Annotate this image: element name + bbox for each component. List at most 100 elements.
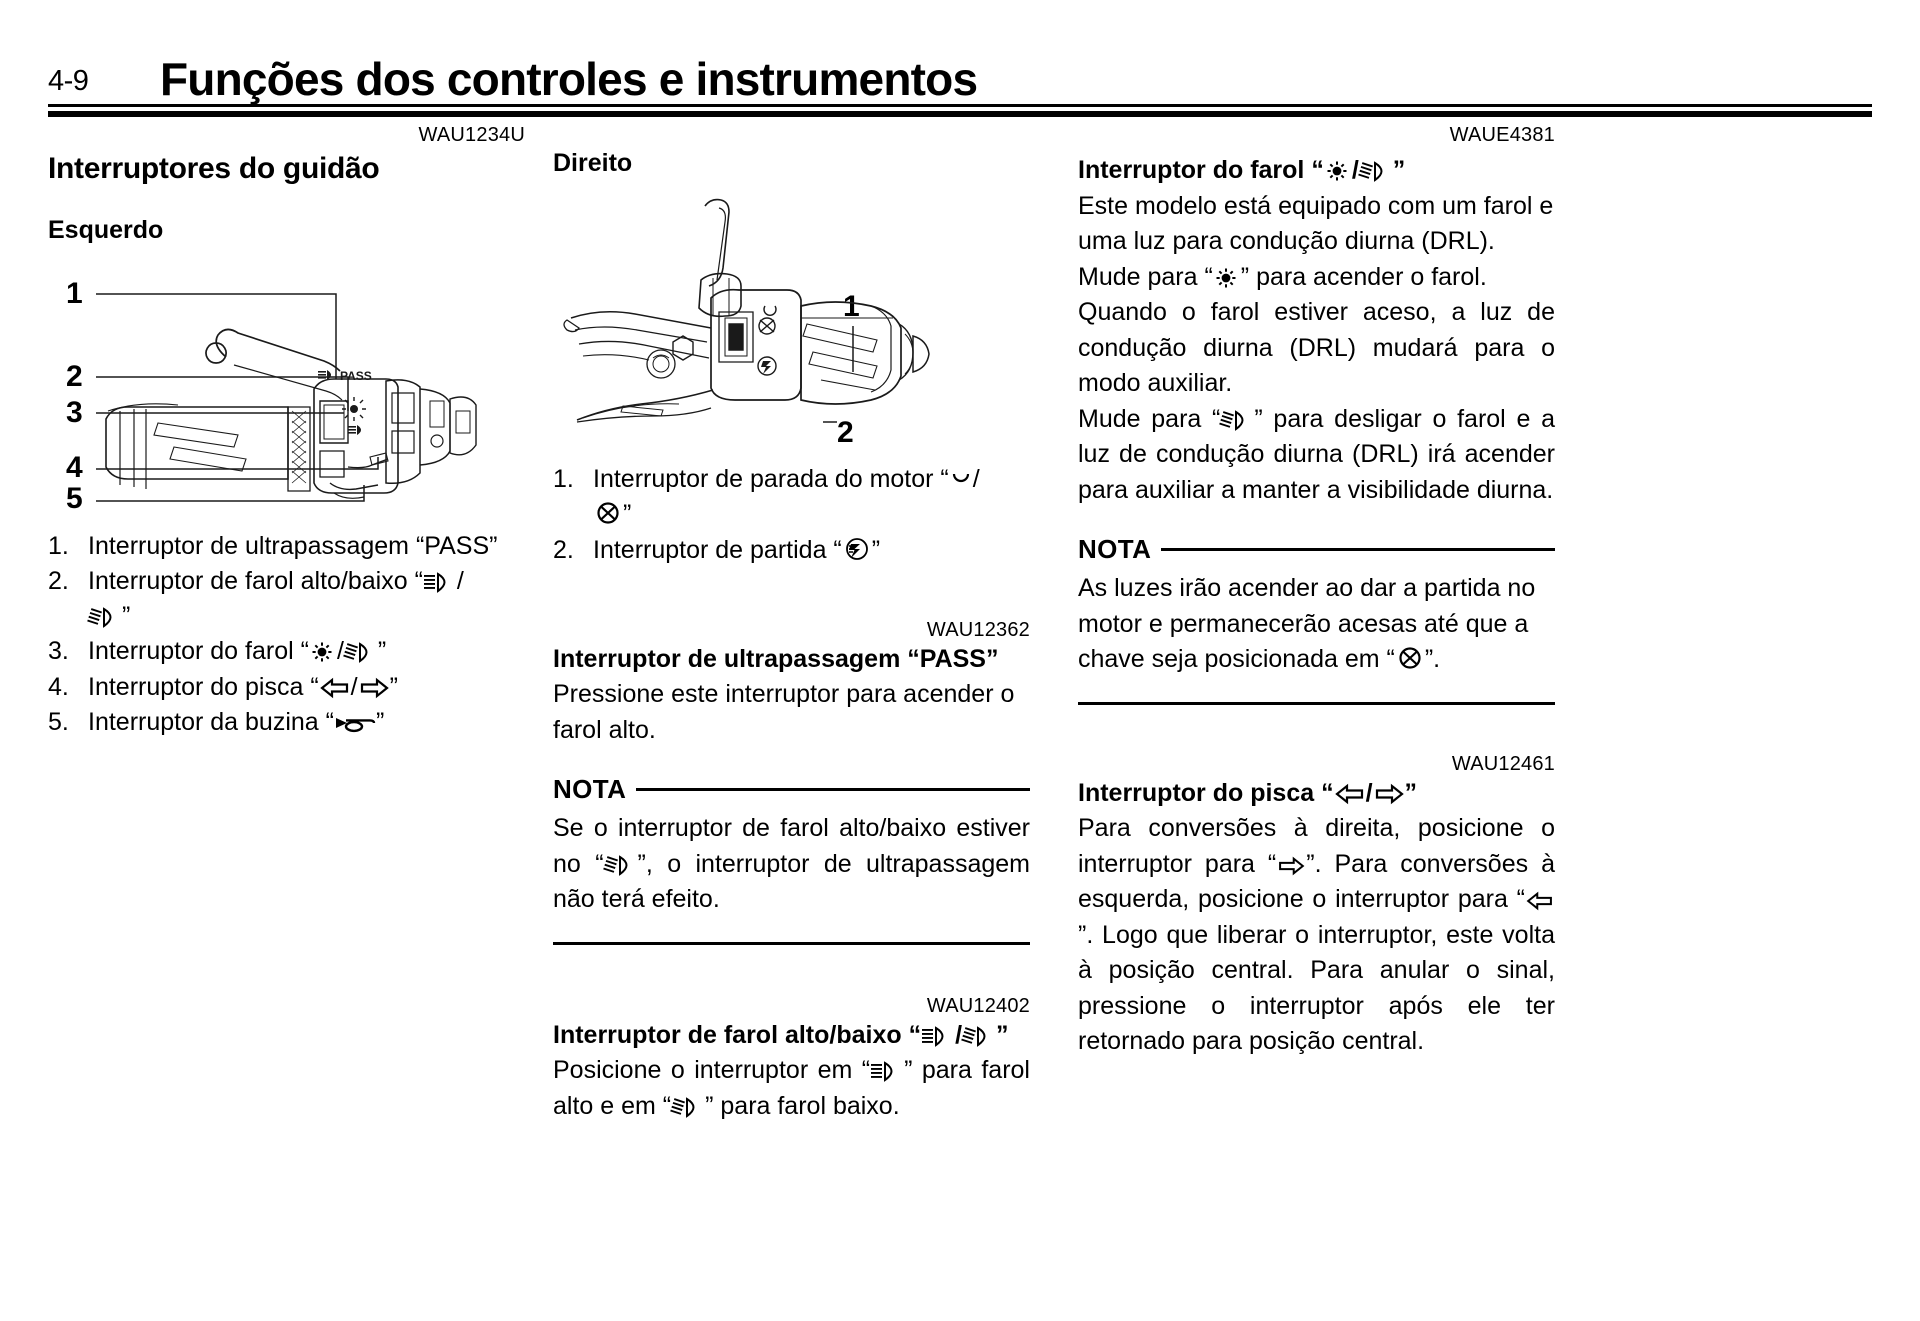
body-nota-pass: Se o interruptor de farol alto/baixo est… (553, 811, 1030, 918)
body-text-2: ”. Para conversões à esquerda, posicione… (1078, 849, 1555, 914)
low-beam-icon (87, 607, 112, 628)
legend-number: 5. (48, 707, 69, 736)
heading-text-before: Interruptor de farol alto/baixo “ (553, 1020, 922, 1049)
callout-2: 2 (66, 360, 83, 393)
legend-text-continued: ” (87, 600, 525, 633)
low-beam-icon (961, 1025, 986, 1047)
nota-text-before: Se o interruptor de farol alto/baixo est… (553, 814, 1030, 878)
engine-stop-icon (1399, 647, 1421, 669)
legend-number: 3. (48, 637, 69, 666)
legend-text-after: ” (377, 637, 387, 666)
heading-slash: / (1351, 156, 1359, 184)
legend-number-spacer (48, 600, 88, 633)
legend-text-before: Interruptor de farol alto/baixo “ (88, 566, 423, 595)
legend-text: Interruptor do farol “ / ” (88, 635, 525, 668)
page-number: 4-9 (48, 65, 89, 97)
list-item: 2. Interruptor de partida “” (553, 534, 1030, 567)
heading-text-after: ” (996, 1020, 1009, 1049)
legend-text-after: ” (375, 707, 385, 736)
heading-text-before: Interruptor do farol “ (1078, 156, 1324, 184)
high-beam-icon (423, 571, 446, 593)
svg-text:PASS: PASS (340, 369, 372, 383)
list-item-continuation: ” (48, 600, 525, 633)
header-divider-thick (48, 111, 1872, 117)
nota-rule (1161, 548, 1555, 551)
legend-text-after: ” (389, 672, 398, 701)
horn-icon (335, 717, 376, 732)
content-columns: WAU1234U Interruptores do guidão Esquerd… (48, 124, 1872, 1284)
legend-slash: / (350, 672, 358, 701)
heading-slash: / (1365, 778, 1373, 807)
column-right: WAUE4381 Interruptor do farol “ / ” Este m… (1048, 124, 1555, 1284)
column-middle: Direito 1 2 (543, 124, 1048, 1284)
turn-right-icon (1375, 783, 1404, 804)
heading-text-after: ” (1404, 778, 1418, 807)
nota-header-headlight: NOTA (1078, 534, 1555, 565)
page-title: Funções dos controles e instrumentos (160, 53, 978, 105)
body-text-1: Para conversões à direita, posicione o i… (1078, 814, 1555, 878)
wau-code-headlight-section: WAUE4381 (1449, 124, 1555, 146)
legend-slash: / (972, 465, 980, 493)
page-header: 4-9 Funções dos controles e instrumentos (48, 40, 1872, 102)
list-item: 1. Interruptor de parada do motor “/ (553, 463, 1030, 496)
nota-label: NOTA (553, 774, 627, 805)
heading-beam-switch: Interruptor de farol alto/baixo “/” (553, 1019, 1030, 1052)
legend-text-continued: ” (593, 498, 1030, 531)
legend-text: Interruptor de partida “” (593, 534, 1030, 567)
legend-number: 4. (48, 672, 69, 701)
legend-text-before: Interruptor de parada do motor “ (593, 465, 949, 493)
low-beam-icon (1357, 161, 1383, 182)
nota-header-pass: NOTA (553, 774, 1030, 805)
low-beam-icon (343, 642, 368, 664)
subtitle-left-side: Esquerdo (48, 215, 164, 244)
heading-text-before: Interruptor do pisca “ (1078, 778, 1334, 807)
body-headlight-para-1: Este modelo está equipado com um farol e… (1078, 191, 1554, 256)
left-handlebar-switch-illustration: 1 2 3 4 5 (48, 261, 525, 526)
high-beam-icon (922, 1025, 944, 1047)
legend-text-after: ” (122, 602, 131, 630)
turn-right-icon (1279, 856, 1305, 875)
list-item-continuation: ” (553, 498, 1030, 531)
para-text-before: Mude para “ (1078, 404, 1221, 433)
turn-left-icon (319, 677, 348, 698)
callout-4: 4 (66, 451, 83, 484)
high-beam-icon (871, 1061, 893, 1083)
nota-label: NOTA (1078, 534, 1152, 564)
body-text-2: ” para farol alto e em “ (553, 1056, 1030, 1120)
legend-text: Interruptor do pisca “ / ” (88, 671, 525, 704)
callout-1: 1 (66, 277, 83, 310)
body-text-1: Posicione o interruptor em “ (553, 1056, 871, 1085)
header-divider-thin (48, 104, 1872, 107)
legend-number: 2. (553, 535, 574, 564)
engine-run-icon (952, 473, 969, 483)
wau-code-pass-section: WAU12362 (926, 618, 1030, 641)
list-item: 1. Interruptor de ultrapassagem “PASS” (48, 530, 525, 563)
column-left: WAU1234U Interruptores do guidão Esquerd… (48, 124, 543, 1284)
para-text-before: Mude para “ (1078, 262, 1213, 291)
body-turn-signal-switch: Para conversões à direita, posicione o i… (1078, 811, 1555, 1060)
nota-text-after: ”. (1424, 645, 1441, 673)
legend-slash: / (336, 637, 344, 666)
legend-text: Interruptor de parada do motor “ / (593, 463, 1030, 496)
low-beam-icon (1219, 409, 1244, 431)
position-light-icon (312, 642, 332, 662)
wau-code-beam-section: WAU12402 (926, 994, 1030, 1017)
body-nota-headlight: As luzes irão acender ao dar a partida n… (1078, 571, 1555, 678)
turn-left-icon (1334, 783, 1363, 804)
heading-text-after: ” (1392, 156, 1406, 184)
nota-text-before: As luzes irão acender ao dar a partida n… (1078, 574, 1536, 673)
list-item: 4. Interruptor do pisca “ / ” (48, 671, 525, 704)
engine-stop-icon (597, 502, 619, 524)
legend-text: Interruptor de ultrapassagem “PASS” (88, 531, 498, 560)
callout-5: 5 (66, 482, 83, 515)
right-switch-legend: 1. Interruptor de parada do motor “/ ” 2… (553, 463, 1030, 567)
nota-rule (636, 788, 1030, 792)
callout-2: 2 (837, 416, 854, 444)
callout-1: 1 (843, 290, 860, 323)
left-switch-legend: 1. Interruptor de ultrapassagem “PASS” 2… (48, 530, 525, 740)
legend-text: Interruptor da buzina “” (88, 706, 525, 739)
legend-text-before: Interruptor do farol “ (88, 637, 309, 666)
nota-text-after: ”, o interruptor de ultrapassagem não te… (553, 849, 1030, 914)
position-light-icon (1327, 161, 1347, 181)
legend-text-before: Interruptor do pisca “ (88, 672, 319, 701)
